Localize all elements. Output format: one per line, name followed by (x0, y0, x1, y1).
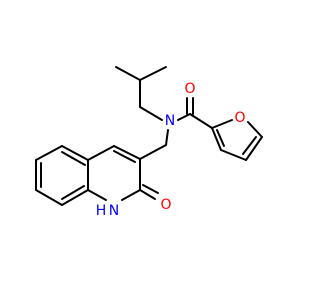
bond-q-1 (113, 145, 141, 160)
bond-furan-4 (247, 121, 263, 138)
bond-q-2 (87, 145, 115, 161)
bond-b-1b (61, 151, 86, 166)
bond-q-5 (121, 189, 141, 201)
bond-furan-3 (245, 136, 263, 161)
bond-furan-5 (211, 119, 233, 129)
bond-furan-2 (220, 149, 247, 161)
bond-c-o-1 (139, 189, 156, 200)
atom-labels: N O O O H N (96, 81, 246, 219)
bond-isobutyl-4 (139, 106, 163, 121)
bond-furan-1 (211, 127, 222, 151)
bond-carbonyl-ring (189, 113, 213, 129)
bond-c-o-2 (142, 184, 159, 194)
carbonyl-oxygen-label: O (184, 81, 195, 97)
furan-oxygen-label: O (234, 110, 245, 126)
bond-b-5 (61, 189, 89, 206)
bond-n-ch2 (165, 129, 169, 146)
bond-b-4 (35, 189, 63, 206)
bond-q-1b (113, 150, 136, 163)
bond-ch2-ring (139, 144, 167, 160)
quinolinone-oxygen-label: O (160, 197, 171, 213)
ring-nitrogen-label: N (109, 203, 119, 219)
bonds (35, 66, 263, 206)
bond-isobutyl-2 (139, 66, 167, 81)
bond-q-4 (87, 189, 107, 201)
bond-furan-3b (242, 136, 257, 155)
ring-nitrogen-h-label: H (96, 203, 107, 219)
bond-n-carbonyl (177, 113, 191, 121)
structure-svg: N O O O H N (35, 66, 263, 219)
bond-b-5b (61, 185, 85, 200)
amide-nitrogen-label: N (165, 113, 175, 129)
bond-isobutyl-1 (115, 66, 141, 81)
molecule-diagram: N O O O H N (35, 66, 263, 219)
bond-b-1 (61, 145, 89, 161)
bond-b-2 (35, 145, 63, 161)
bond-furan-1b (216, 129, 225, 147)
